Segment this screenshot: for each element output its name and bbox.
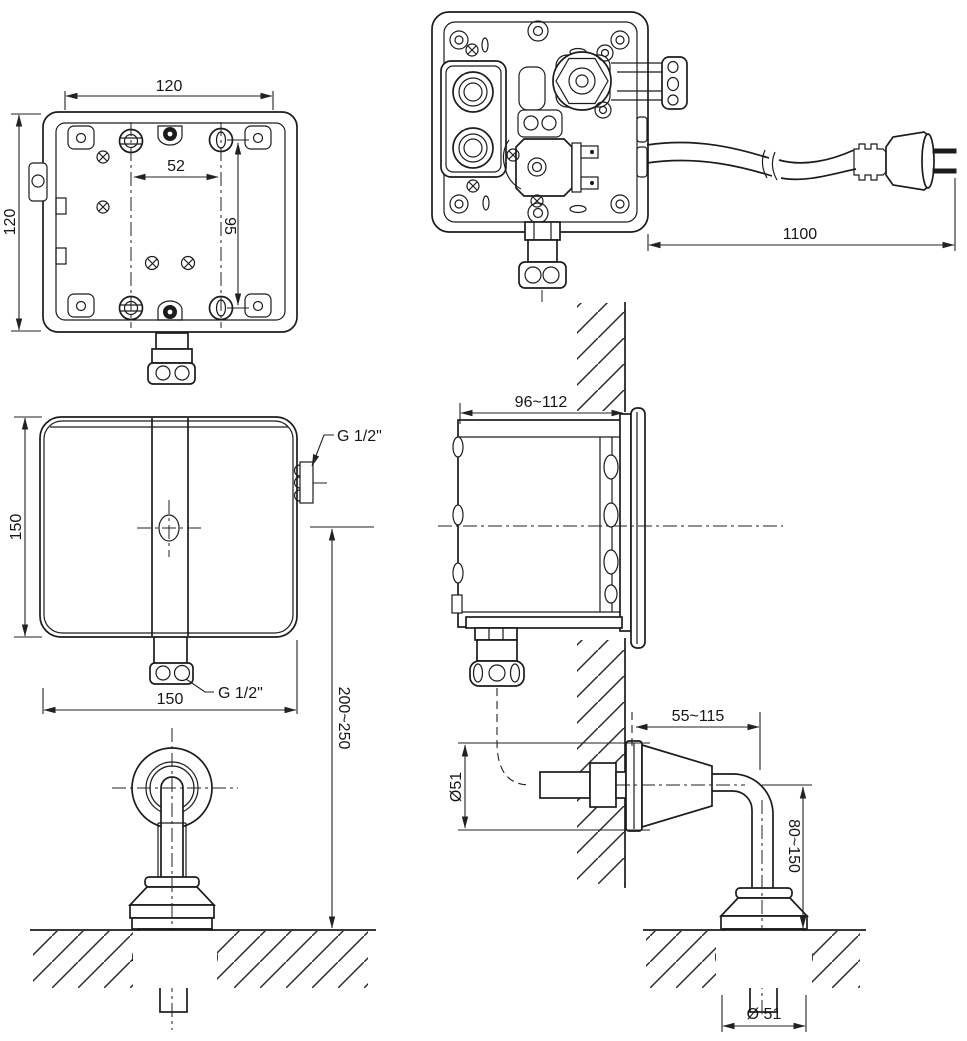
internal-bottom-fitting xyxy=(518,221,567,302)
dim-recess-depth: 96~112 xyxy=(459,394,624,424)
dim-rear-height: 120 xyxy=(2,113,41,332)
dim-label: Ø 51 xyxy=(747,1006,782,1023)
side-hinge-bumps xyxy=(451,436,464,614)
cover-face xyxy=(630,407,646,649)
dim-label: 80~150 xyxy=(785,819,802,873)
dim-label: 200~250 xyxy=(335,687,352,750)
upper-port xyxy=(452,71,494,113)
dim-label: G 1/2" xyxy=(337,428,382,445)
dim-label: 52 xyxy=(167,158,185,175)
terminal-block xyxy=(571,142,582,193)
dim-label: 150 xyxy=(8,514,25,541)
front-bottom-bracket xyxy=(149,637,194,685)
edge-tab xyxy=(636,146,648,178)
floor-left xyxy=(30,929,376,988)
dim-label: 120 xyxy=(156,78,183,95)
side-bottom-fitting xyxy=(465,616,623,687)
hinge-detail xyxy=(55,247,67,265)
wall-hatch-upper xyxy=(577,303,625,411)
bottom-center-tab xyxy=(157,300,183,321)
box-side-body xyxy=(457,419,623,628)
cover-outer xyxy=(39,416,298,638)
top-center-tab xyxy=(157,125,183,146)
cover-bosses xyxy=(603,454,619,604)
front-cover-view: G 1/2" G 1/2" 150 150 xyxy=(8,416,382,929)
dim-wall-to-center: 55~115 xyxy=(631,708,761,770)
strain-relief xyxy=(853,143,887,181)
side-arm xyxy=(611,56,688,110)
dim-label: 120 xyxy=(2,209,19,236)
edge-tab xyxy=(636,116,648,143)
cable-break xyxy=(761,149,768,179)
plug xyxy=(885,131,957,191)
power-cable xyxy=(646,131,957,191)
hinge-tab xyxy=(28,162,48,202)
dim-front-height: 150 xyxy=(8,416,42,638)
floor-right xyxy=(643,929,866,988)
outlet-thread-label: G 1/2" xyxy=(185,678,263,702)
dim-hole-spacing: 95 xyxy=(221,139,249,309)
hinge-detail xyxy=(55,197,67,215)
adjusting-valve xyxy=(552,44,614,119)
rear-inner-shell xyxy=(55,122,286,321)
rear-view: 120 120 52 95 xyxy=(2,78,298,385)
spout-side-view: 55~115 Ø51 80~150 Ø 51 xyxy=(448,708,866,1032)
spout-front-view xyxy=(30,728,376,1030)
sensor-window xyxy=(137,500,201,557)
dim-front-width: 150 xyxy=(42,640,298,714)
dim-cable-length: 1100 xyxy=(647,178,956,251)
dim-spout-height: 80~150 xyxy=(762,784,812,929)
side-section-view: 96~112 xyxy=(438,394,783,786)
dim-label: 96~112 xyxy=(515,394,568,411)
cover-inner xyxy=(43,420,294,634)
cover-plate xyxy=(619,413,632,632)
corner-screw-plates xyxy=(67,125,272,318)
dim-label: 1100 xyxy=(783,226,818,243)
rear-outer-shell xyxy=(42,111,298,333)
wall-hatch-lower xyxy=(577,640,625,884)
inlet-port-plate xyxy=(440,43,507,193)
plug-prong xyxy=(932,148,957,154)
pipe-elbow xyxy=(518,66,546,111)
pipe-coupling xyxy=(589,762,617,808)
cross-screws xyxy=(96,150,196,271)
spout-pipe-front xyxy=(157,776,187,877)
cable-break xyxy=(771,151,778,181)
dim-label: Ø51 xyxy=(448,772,465,802)
hidden-pipe-path xyxy=(496,688,531,786)
inlet-thread-label: G 1/2" xyxy=(311,428,382,467)
lower-port xyxy=(452,127,494,169)
side-inlet-port xyxy=(293,461,331,504)
spout-elbow xyxy=(712,773,774,888)
plug-prong xyxy=(932,168,957,174)
wall-escutcheon xyxy=(625,740,713,832)
dim-label: 55~115 xyxy=(672,708,725,725)
wall-section xyxy=(577,302,626,888)
inwall-pipe xyxy=(539,771,591,799)
dim-label: 95 xyxy=(221,217,238,235)
spade-terminal xyxy=(580,176,599,190)
dim-base-diameter: Ø 51 xyxy=(721,995,807,1032)
hinge-hole xyxy=(31,174,45,188)
dim-label: G 1/2" xyxy=(218,685,263,702)
corner-screws xyxy=(449,20,630,224)
spade-terminal xyxy=(580,145,599,159)
dim-flange-diameter: Ø51 xyxy=(448,742,650,831)
solenoid-valve xyxy=(502,138,599,208)
internal-view: 1100 xyxy=(431,11,957,302)
dim-label: 150 xyxy=(157,691,184,708)
rear-bottom-fitting xyxy=(147,332,196,385)
dim-slot-spacing: 52 xyxy=(133,158,219,181)
dim-rear-width: 120 xyxy=(64,78,274,110)
dim-center-to-floor: 200~250 xyxy=(310,526,374,929)
